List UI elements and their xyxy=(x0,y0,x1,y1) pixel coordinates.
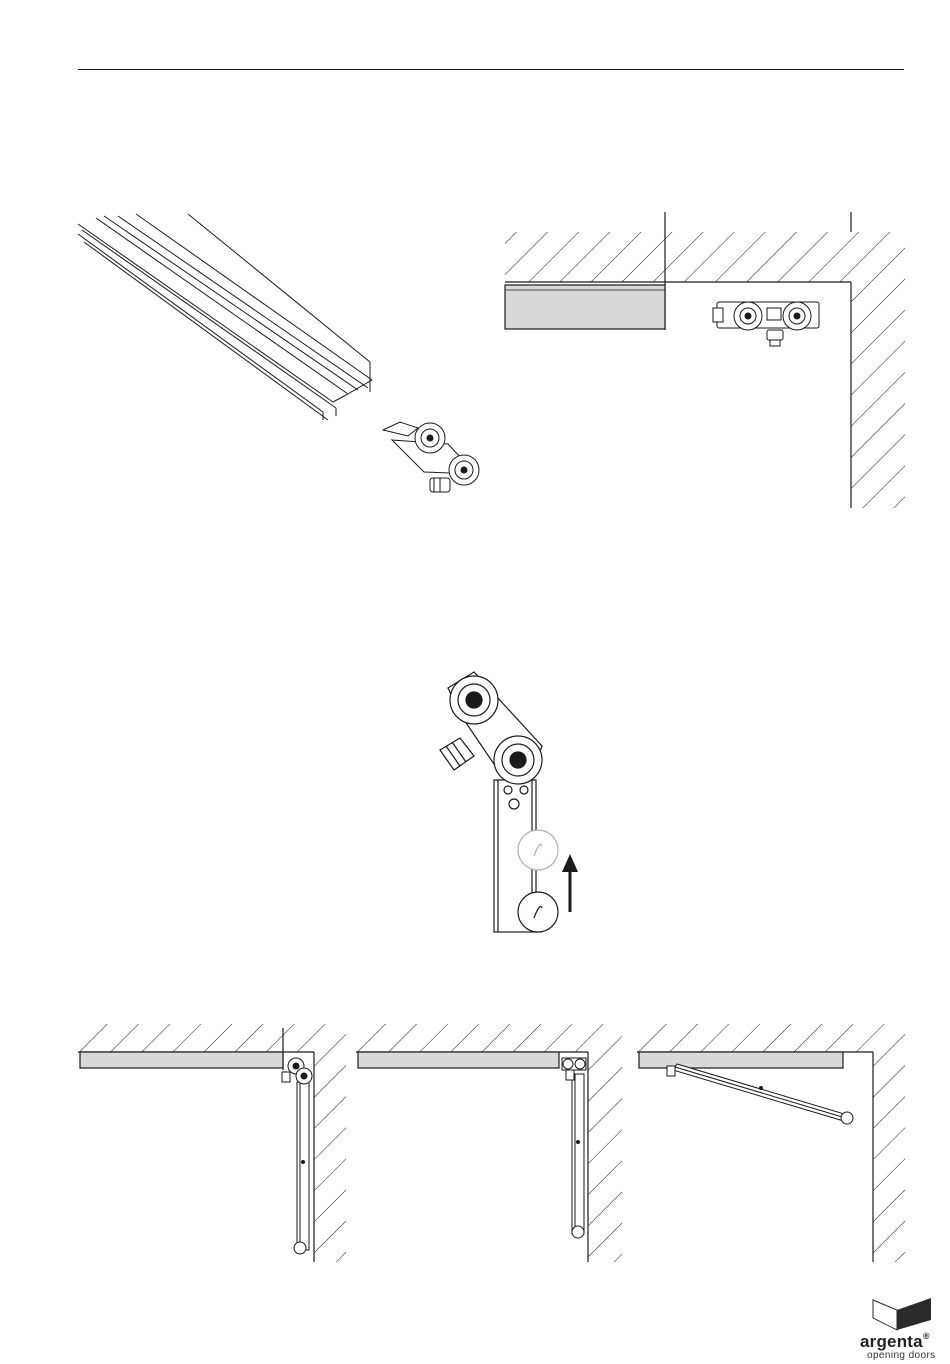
door-plan-step-2 xyxy=(356,1022,622,1266)
rail-section xyxy=(505,212,905,512)
rail-carriage-perspective xyxy=(78,212,498,512)
argenta-logo-mark xyxy=(873,1298,933,1330)
door-plan-step-1 xyxy=(78,1022,346,1266)
brand-name: argenta® xyxy=(860,1332,930,1352)
carriage-perspective xyxy=(383,422,479,492)
brand-tagline: opening doors xyxy=(867,1350,936,1361)
door-plan-step-3 xyxy=(637,1022,905,1266)
mounting-arrow-icon xyxy=(562,854,578,912)
carriage-front xyxy=(713,302,819,346)
header-rule xyxy=(78,69,904,70)
mounting-detail xyxy=(430,660,590,940)
